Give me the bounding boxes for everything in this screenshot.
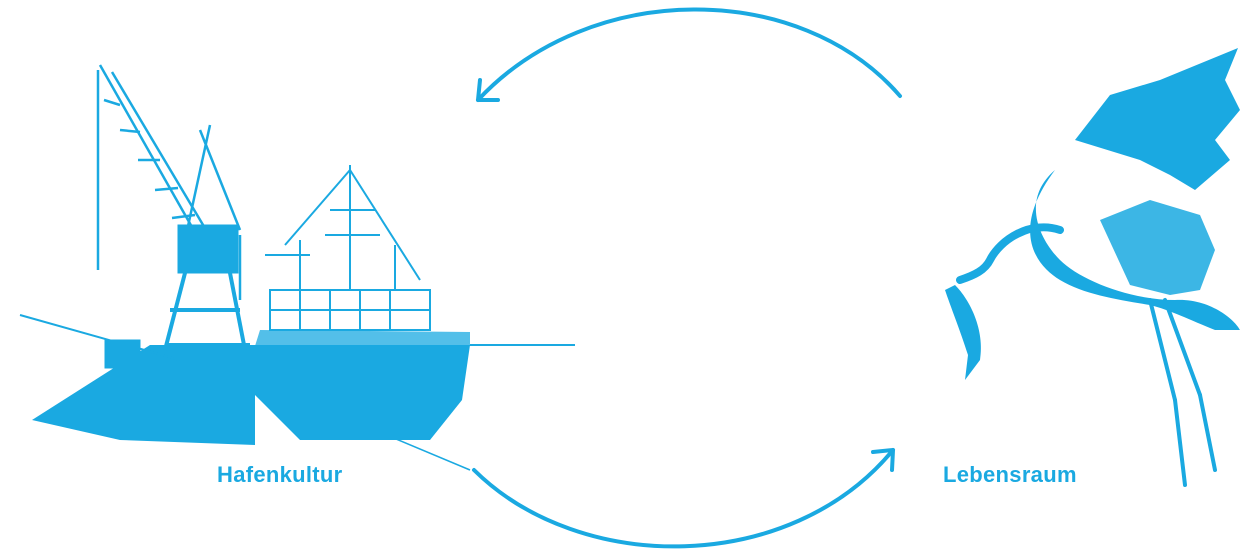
lebensraum-label: Lebensraum — [943, 462, 1077, 487]
bottom-cycle-arrow — [472, 448, 895, 549]
harbor-crane-ship-icon — [19, 64, 575, 471]
hafenkultur-label: Hafenkultur — [217, 462, 343, 487]
top-cycle-arrow — [476, 7, 902, 102]
heron-with-fish-icon — [945, 48, 1240, 487]
